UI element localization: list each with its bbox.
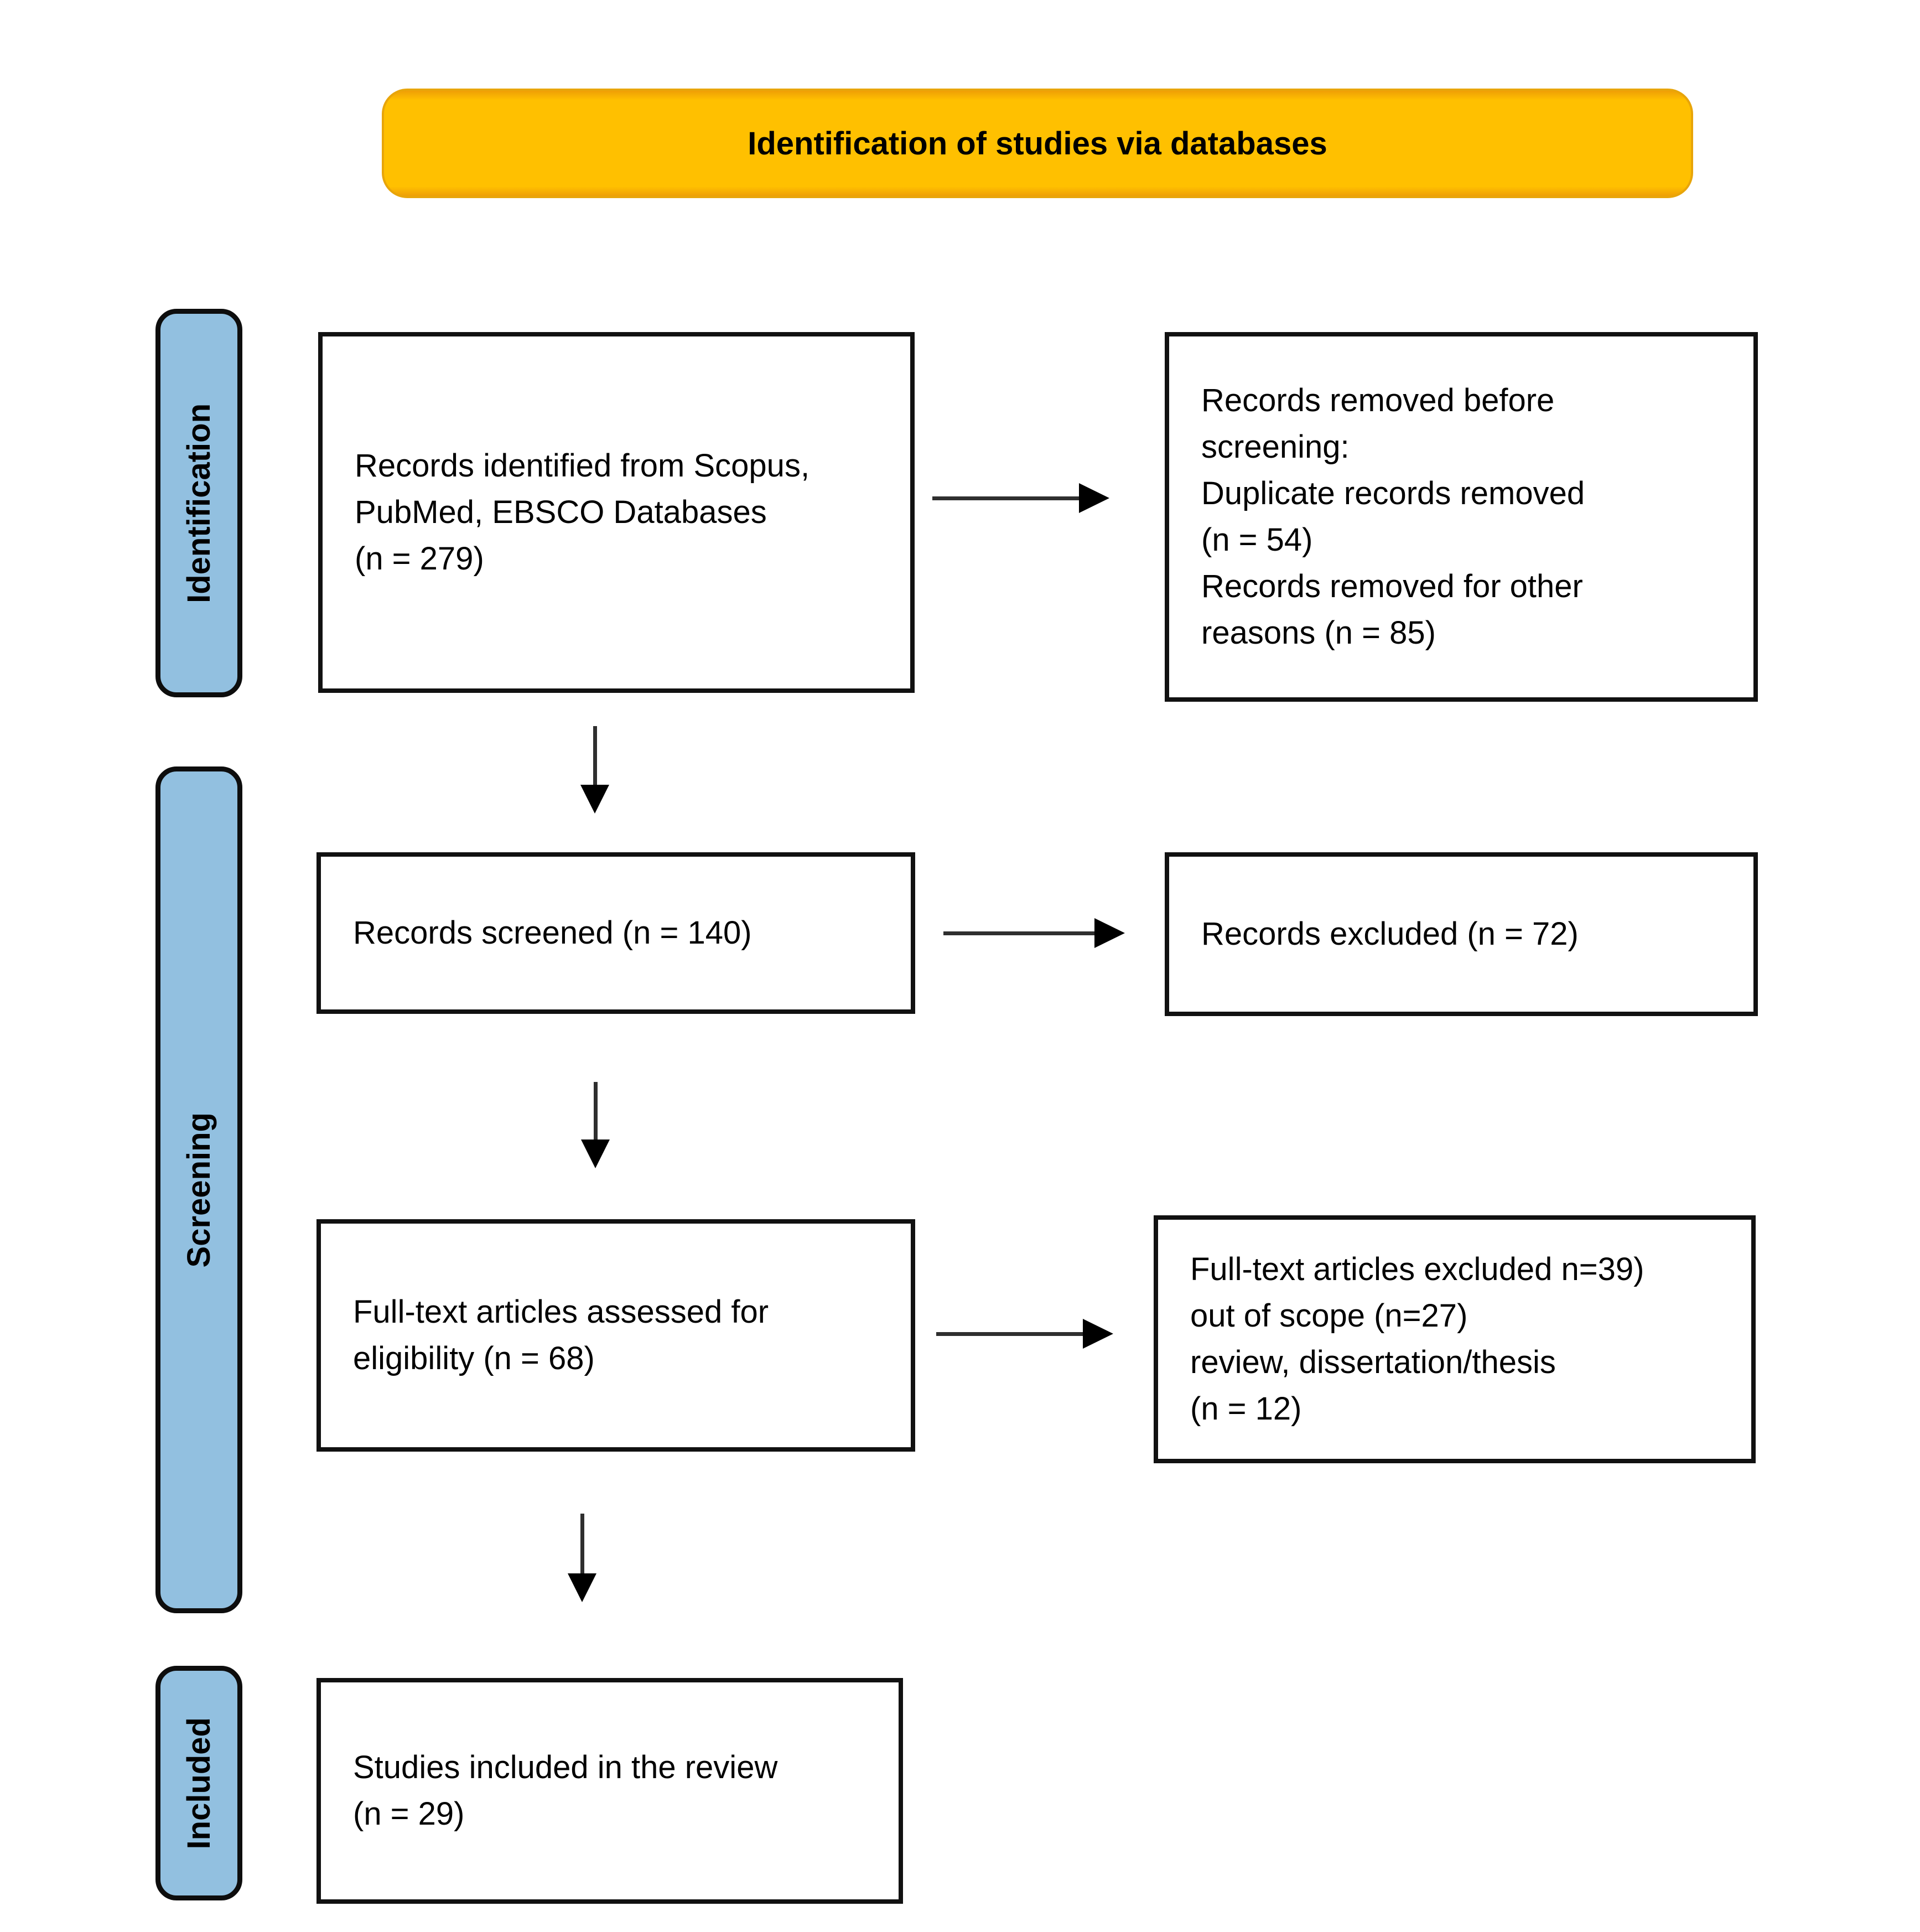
box-records-removed-before-screening: Records removed before screening: Duplic… <box>1165 332 1758 702</box>
banner-label: Identification of studies via databases <box>748 125 1327 162</box>
arrow-shaft <box>594 1082 598 1141</box>
arrow-shaft <box>936 1332 1084 1336</box>
box-records-identified: Records identified from Scopus, PubMed, … <box>318 332 915 693</box>
arrow-assessed-to-fulltext-excluded <box>936 1319 1113 1350</box>
stage-bar-screening: Screening <box>155 766 242 1613</box>
box-records-screened-text: Records screened (n = 140) <box>353 914 752 951</box>
arrow-identified-to-removed <box>932 483 1109 514</box>
box-records-screened: Records screened (n = 140) <box>316 852 915 1014</box>
box-fulltext-excluded-text: Full-text articles excluded n=39) out of… <box>1190 1251 1644 1427</box>
arrow-shaft <box>932 496 1081 500</box>
stage-label-included: Included <box>181 1717 217 1850</box>
box-fulltext-excluded: Full-text articles excluded n=39) out of… <box>1154 1215 1756 1463</box>
arrow-screened-to-excluded <box>943 918 1125 949</box>
arrow-shaft <box>580 1514 584 1574</box>
box-studies-included-text: Studies included in the review (n = 29) <box>353 1749 778 1832</box>
arrow-head-right-icon <box>1079 483 1109 513</box>
box-records-excluded-text: Records excluded (n = 72) <box>1201 915 1579 952</box>
banner-identification-of-studies: Identification of studies via databases <box>382 89 1693 198</box>
arrow-screened-to-assessed <box>581 1082 611 1168</box>
box-studies-included: Studies included in the review (n = 29) <box>316 1678 903 1904</box>
box-fulltext-assessed-text: Full-text articles assessed for eligibil… <box>353 1293 769 1376</box>
arrow-head-down-icon <box>568 1573 596 1602</box>
stage-bar-identification: Identification <box>155 309 242 697</box>
box-records-removed-text: Records removed before screening: Duplic… <box>1201 382 1585 651</box>
arrow-assessed-to-included <box>568 1514 598 1602</box>
arrow-shaft <box>943 931 1096 935</box>
arrow-identified-to-screened <box>580 726 610 814</box>
box-fulltext-assessed: Full-text articles assessed for eligibil… <box>316 1219 915 1452</box>
arrow-head-down-icon <box>581 1139 610 1168</box>
stage-bar-included: Included <box>155 1666 242 1900</box>
stage-label-identification: Identification <box>181 403 217 603</box>
stage-label-screening: Screening <box>181 1112 217 1268</box>
arrow-head-down-icon <box>580 785 609 814</box>
arrow-head-right-icon <box>1083 1319 1113 1349</box>
box-records-identified-text: Records identified from Scopus, PubMed, … <box>355 447 810 577</box>
box-records-excluded: Records excluded (n = 72) <box>1165 852 1758 1016</box>
arrow-head-right-icon <box>1094 918 1125 948</box>
arrow-shaft <box>593 726 597 786</box>
